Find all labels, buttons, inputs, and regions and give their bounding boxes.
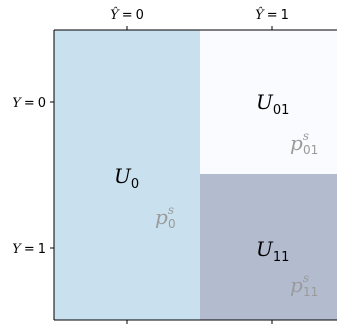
- label-u01: U01: [256, 90, 289, 118]
- region-u0: [54, 30, 200, 320]
- left-tick-label-1: Y=1: [12, 242, 46, 257]
- label-u0: U0: [114, 164, 139, 192]
- left-tick-label-0: Y=0: [12, 96, 46, 111]
- region-u11: [200, 174, 337, 320]
- top-tick-label-1: Ŷ=1: [255, 7, 289, 23]
- top-tick-label-0: Ŷ=0: [110, 7, 144, 23]
- region-u01: [200, 30, 337, 174]
- label-u11: U11: [256, 237, 289, 265]
